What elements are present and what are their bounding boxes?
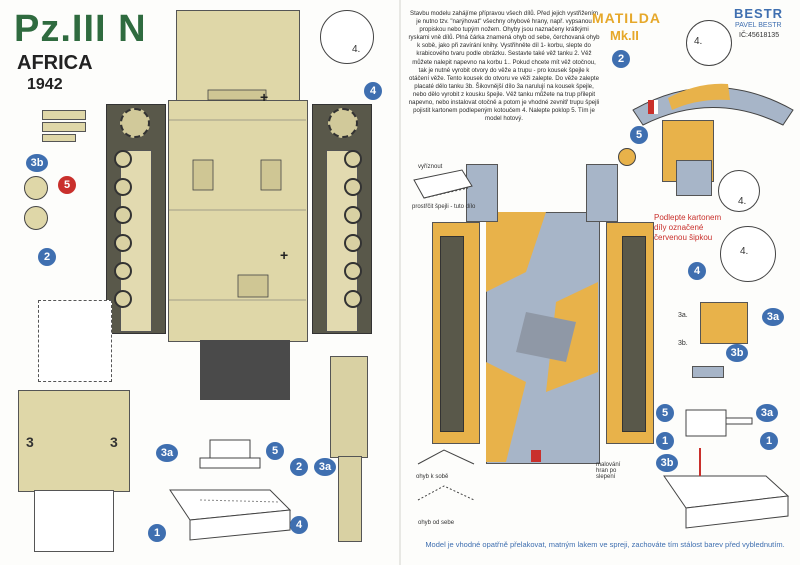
pz3-year: 1942 (27, 76, 63, 93)
marker-3a: 3a (756, 404, 778, 422)
fold-toward: ohyb k sobě (416, 474, 449, 480)
matilda-track-flap (466, 164, 498, 222)
pz3-road-wheel (114, 178, 132, 196)
marker-2: 2 (38, 248, 56, 266)
pz3-barrel-part (42, 122, 86, 132)
matilda-hatch-5 (618, 148, 636, 166)
marker-4: 4 (688, 262, 706, 280)
pz3-turret-top (38, 300, 112, 382)
pz3-road-wheel (114, 234, 132, 252)
marker-3a: 3a (156, 444, 178, 462)
marker-1: 1 (760, 432, 778, 450)
spejle-label: prostřčit špejli - tuto dílo (412, 204, 476, 210)
pz3-road-wheel (344, 234, 362, 252)
pz3-hull-main (168, 100, 308, 342)
marker-5: 5 (266, 442, 284, 460)
pz3-road-wheel (344, 150, 362, 168)
brand-name: PAVEL BESTR (735, 22, 782, 29)
pz3-road-wheel (344, 290, 362, 308)
pz3-road-wheel (344, 178, 362, 196)
marker-1: 1 (148, 524, 166, 542)
page-fold (399, 0, 401, 565)
pz3-hatch-disc (24, 176, 48, 200)
svg-text:+: + (260, 89, 268, 105)
disc-label: 4. (740, 246, 749, 257)
pz3-hull-details: + + (168, 89, 306, 301)
matilda-turret-ring (632, 83, 794, 126)
marker-5: 5 (630, 126, 648, 144)
pz3-disc-label: 4. (352, 44, 361, 55)
marker-3a: 3a (314, 458, 336, 476)
pz3-barrel-part (42, 134, 76, 142)
pz3-hull-top (176, 10, 300, 102)
matilda-assembly-drawing (663, 409, 790, 529)
pz3-sprocket-right (328, 108, 358, 138)
marker-3b: 3b (26, 154, 48, 172)
painting-edges: malování hran po slepení (596, 462, 621, 480)
matilda-turret-front (676, 160, 712, 196)
matilda-barrel-3a (700, 302, 748, 344)
matilda-left-track (440, 236, 464, 432)
red-arrow-note: Podlepte kartonem díly označené červenou… (654, 213, 722, 242)
brand-ic: IČ:45618135 (739, 32, 780, 39)
pz3-hull-bottom-track (200, 340, 290, 400)
matilda-disc-4 (686, 20, 732, 66)
matilda-fold-diagram (417, 449, 475, 501)
marker-3a: 3a (762, 308, 784, 326)
pz3-assembly-drawing (169, 439, 292, 541)
disc-label: 4. (694, 36, 703, 47)
matilda-title: MATILDA (592, 10, 661, 26)
matilda-barrel-3b (692, 366, 724, 378)
footer-note: Model je vhodné opatřně přelakovat, matn… (425, 540, 785, 549)
marker-3b: 3b (656, 454, 678, 472)
matilda-cut-diagram (413, 169, 473, 199)
brand-logo: BESTR (734, 6, 784, 21)
matilda-subtitle: Mk.II (610, 28, 639, 43)
pz3-road-wheel (344, 262, 362, 280)
pz3-sprocket-left (120, 108, 150, 138)
matilda-right-track (622, 236, 646, 432)
marker-3b: 3b (726, 344, 748, 362)
marker-2: 2 (612, 50, 630, 68)
marker-2: 2 (290, 458, 308, 476)
marker-4: 4 (364, 82, 382, 100)
fold-away: ohyb od sebe (418, 520, 455, 526)
pz3-road-wheel (114, 206, 132, 224)
part-label-3b: 3b. (678, 340, 688, 347)
cut-label: vyříznout (418, 164, 443, 170)
pz3-turret-base (34, 490, 114, 552)
matilda-disc-4b (718, 170, 760, 212)
pz3-road-wheel (114, 262, 132, 280)
pz3-road-wheel (344, 206, 362, 224)
pz3-road-wheel (114, 150, 132, 168)
pz3-turret-body (18, 390, 130, 492)
pz3-fender-strip (338, 456, 362, 542)
pz3-hatch-disc (24, 206, 48, 230)
disc-label: 4. (738, 196, 747, 207)
matilda-hull-camo (486, 212, 598, 462)
pz3-barrel-part (42, 110, 86, 120)
pz3-fender-strip (330, 356, 368, 458)
pz3-page: Pz.III N AFRICA 1942 + + (14, 8, 382, 552)
marker-1: 1 (656, 432, 674, 450)
part-label-3a: 3a. (678, 312, 688, 319)
pz3-turret-num: 3 (110, 434, 118, 450)
matilda-page: Stavbu modelu zahájíme přípravou všech d… (400, 0, 800, 565)
instructions-text: Stavbu modelu zahájíme přípravou všech d… (408, 10, 600, 123)
pz3-title: Pz.III N (14, 8, 147, 50)
matilda-disc-4c (720, 226, 776, 282)
marker-5: 5 (656, 404, 674, 422)
svg-text:+: + (280, 247, 288, 263)
marker-5: 5 (58, 176, 76, 194)
marker-4: 4 (290, 516, 308, 534)
pz3-region: AFRICA (17, 52, 93, 74)
pz3-turret-num: 3 (26, 434, 34, 450)
pz3-road-wheel (114, 290, 132, 308)
matilda-track-flap (586, 164, 618, 222)
pz3-disc-4 (320, 10, 374, 64)
